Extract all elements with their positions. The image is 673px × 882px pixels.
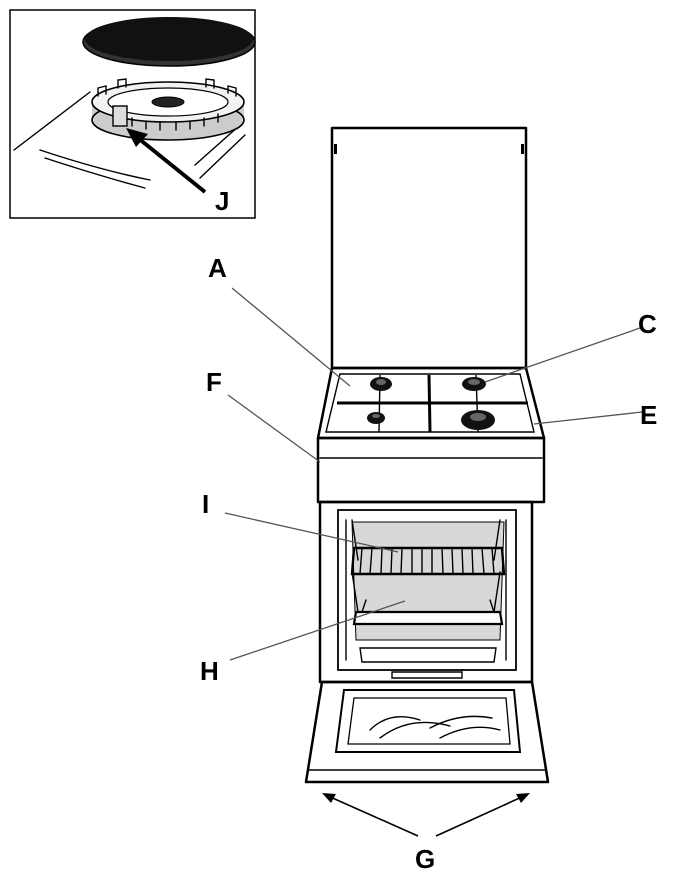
burner-detail-inset: J bbox=[9, 9, 256, 219]
thermocouple-part bbox=[112, 105, 128, 127]
leader-i bbox=[224, 512, 399, 553]
arrowhead-g-right bbox=[516, 793, 530, 803]
inset-worktop-edge bbox=[194, 124, 241, 166]
callout-label-h: H bbox=[200, 656, 219, 686]
inset-worktop-line bbox=[39, 149, 151, 181]
leader-g-right bbox=[435, 795, 525, 837]
inset-worktop-edge bbox=[13, 91, 91, 151]
burner-front-right bbox=[461, 410, 495, 430]
leader-e bbox=[533, 411, 643, 425]
callout-label-e: E bbox=[640, 400, 657, 430]
leader-g-left bbox=[327, 795, 419, 837]
callout-label-j: J bbox=[215, 186, 229, 216]
callout-label-a: A bbox=[208, 253, 227, 283]
inset-worktop-edge bbox=[199, 134, 246, 179]
callout-arrow-j bbox=[136, 136, 207, 194]
callout-label-i: I bbox=[202, 489, 209, 519]
oven-side-runners bbox=[345, 519, 507, 661]
burner-crown-teeth bbox=[97, 78, 237, 97]
burner-front-left bbox=[367, 412, 385, 424]
leader-c bbox=[484, 327, 641, 383]
callout-label-g: G bbox=[415, 844, 435, 874]
pan-support-bar bbox=[427, 374, 432, 433]
inset-worktop-line bbox=[44, 157, 146, 189]
drip-tray bbox=[352, 599, 504, 626]
burner-base bbox=[91, 78, 245, 141]
leader-h bbox=[229, 600, 406, 661]
cooker-lid bbox=[330, 126, 528, 370]
burner-cap-top bbox=[85, 17, 253, 61]
pan-support-frame bbox=[325, 373, 535, 433]
leader-lines bbox=[224, 287, 643, 837]
burner-rear-right bbox=[462, 377, 486, 391]
oven-shelf bbox=[350, 546, 506, 576]
cooker-hob bbox=[316, 366, 546, 440]
door-glass-reflection bbox=[369, 715, 501, 739]
burner-rear-left bbox=[370, 377, 392, 391]
callout-label-f: F bbox=[206, 367, 222, 397]
control-panel bbox=[316, 436, 546, 504]
arrowhead-g-left bbox=[322, 793, 336, 803]
oven-door bbox=[304, 680, 550, 784]
callout-arrowhead-j bbox=[126, 128, 148, 147]
leader-f bbox=[227, 394, 321, 463]
callout-label-c: C bbox=[638, 309, 657, 339]
oven-cavity bbox=[318, 500, 534, 684]
leader-a bbox=[231, 287, 351, 387]
oven-back-wall bbox=[351, 521, 505, 641]
burner-ports bbox=[131, 113, 219, 131]
